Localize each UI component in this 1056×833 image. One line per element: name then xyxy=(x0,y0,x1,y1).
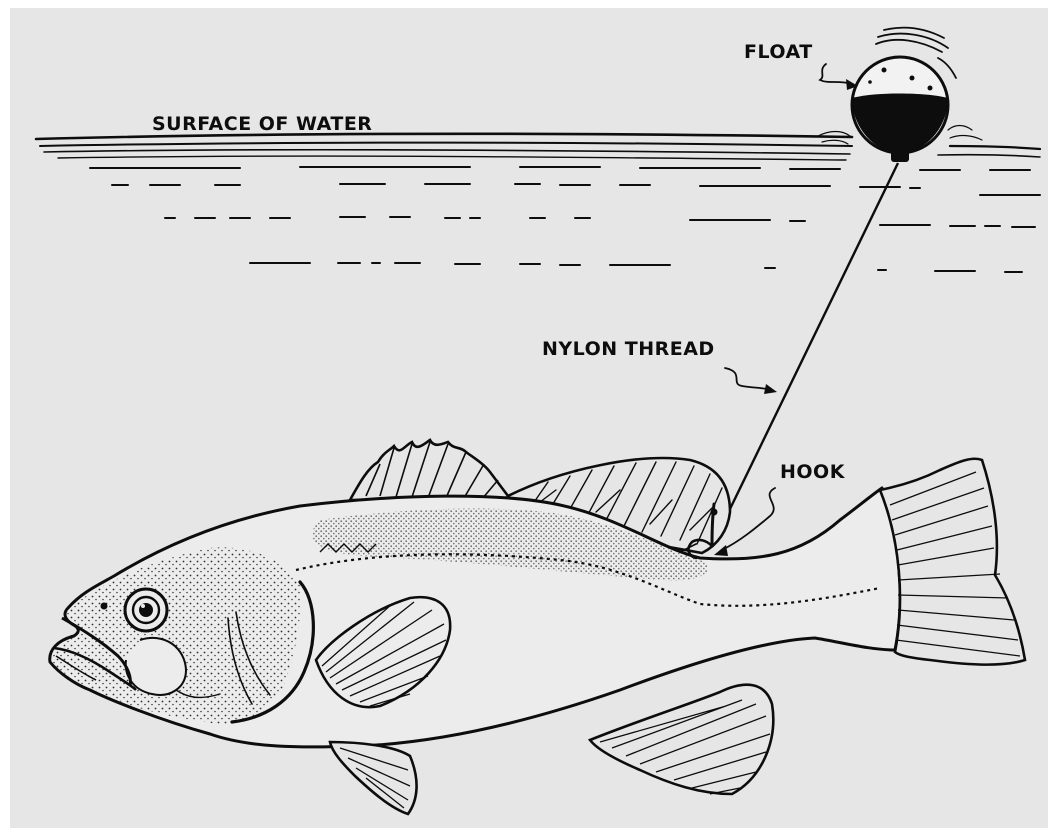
label-float: FLOAT xyxy=(744,41,813,63)
label-surface-of-water: SURFACE OF WATER xyxy=(152,113,372,135)
eye xyxy=(125,589,167,631)
label-nylon-thread: NYLON THREAD xyxy=(542,338,715,360)
label-hook: HOOK xyxy=(780,461,846,483)
nostril xyxy=(101,603,108,610)
